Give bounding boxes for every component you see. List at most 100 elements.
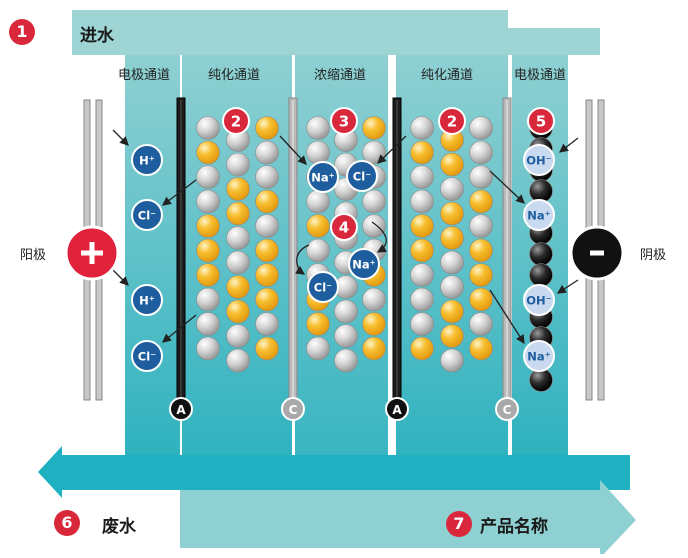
resin-bead <box>226 152 250 177</box>
ion-label: Na⁺ <box>527 209 550 223</box>
badge-number: 2 <box>231 113 241 131</box>
ion-arrow <box>371 221 388 253</box>
resin-bead <box>226 201 250 226</box>
resin-bead <box>410 140 434 165</box>
badge-number: 5 <box>536 113 546 131</box>
resin-bead <box>255 189 279 214</box>
channel-label-electrode-left: 电极通道 <box>118 68 171 83</box>
resin-bead <box>196 238 220 263</box>
resin-bead <box>362 312 386 336</box>
ion-arrow <box>112 269 129 286</box>
ion-label: Cl⁻ <box>138 209 156 223</box>
resin-bead <box>306 214 330 238</box>
ion-arrow <box>489 289 525 345</box>
ion-arrow <box>489 170 525 204</box>
badge-2-left: 2 <box>222 107 250 135</box>
resin-bead <box>306 116 330 140</box>
resin-bead <box>196 336 220 361</box>
resin-bead <box>469 263 493 287</box>
badge-5: 5 <box>527 107 555 135</box>
resin-bead <box>410 214 434 238</box>
resin-bead <box>362 214 386 238</box>
cathode-label: 阴极 <box>640 248 667 263</box>
resin-bead <box>469 165 493 189</box>
inlet-badge: 1 <box>9 19 35 45</box>
badge-circle <box>438 107 466 135</box>
ion-cl-minus: Cl⁻ <box>307 271 339 303</box>
ion-arrow <box>558 137 579 153</box>
badge-circle <box>222 107 250 135</box>
resin-bead <box>306 336 330 361</box>
ion-label: H⁺ <box>139 154 155 168</box>
waste-label: 废水 <box>102 517 136 537</box>
ion-label: Cl⁻ <box>353 170 371 184</box>
channel-label-concentrate: 浓缩通道 <box>314 68 367 83</box>
badge-circle <box>330 213 358 241</box>
ion-circle <box>523 144 555 176</box>
resin-bead <box>362 189 386 214</box>
resin-bead <box>410 165 434 189</box>
ion-oh-minus: OH⁻ <box>523 284 555 316</box>
resin-bead <box>334 324 358 348</box>
inlet-label: 进水 <box>80 26 114 46</box>
resin-bead <box>226 177 250 201</box>
resin-bead <box>410 287 434 312</box>
resin-bead <box>362 116 386 140</box>
product-arrow <box>180 480 636 558</box>
ion-circle <box>131 199 163 231</box>
resin-bead <box>410 263 434 287</box>
resin-bead <box>226 250 250 275</box>
resin-bead <box>440 201 464 226</box>
badge-3: 3 <box>330 107 358 135</box>
badge-number: 4 <box>339 219 349 237</box>
ion-label: Na⁺ <box>352 258 375 272</box>
anion-membrane-cap <box>169 397 193 421</box>
resin-bead <box>255 116 279 140</box>
resin-bead <box>255 336 279 361</box>
ion-h-plus: H⁺ <box>131 144 163 176</box>
ion-arrow <box>112 129 129 146</box>
minus-icon <box>590 250 604 256</box>
resin-bead <box>410 312 434 336</box>
ion-circle <box>307 161 339 193</box>
anion-membrane-label: A <box>176 403 186 417</box>
resin-bead <box>469 116 493 140</box>
ion-label: Na⁺ <box>311 171 334 185</box>
resin-bead <box>469 287 493 312</box>
ion-arrow <box>377 135 407 164</box>
ion-circle <box>131 284 163 316</box>
ion-circle <box>131 340 163 372</box>
ion-oh-minus: OH⁻ <box>523 144 555 176</box>
ion-label: OH⁻ <box>526 294 551 308</box>
ion-na-plus: Na⁺ <box>348 248 380 280</box>
waste-badge: 6 <box>54 510 80 536</box>
cation-membrane-label: C <box>503 403 512 417</box>
resin-bead <box>440 152 464 177</box>
ion-arrow <box>161 179 197 206</box>
resin-bead <box>362 336 386 361</box>
resin-bead <box>410 336 434 361</box>
resin-bead <box>306 189 330 214</box>
resin-bead <box>440 299 464 324</box>
resin-bead <box>440 226 464 250</box>
ion-label: H⁺ <box>139 294 155 308</box>
ion-na-plus: Na⁺ <box>523 340 555 372</box>
ion-cl-minus: Cl⁻ <box>131 199 163 231</box>
resin-bead <box>469 189 493 214</box>
resin-bead <box>362 287 386 312</box>
badge-number: 3 <box>339 113 349 131</box>
resin-bead <box>440 324 464 348</box>
resin-bead <box>440 348 464 373</box>
resin-bead <box>334 348 358 373</box>
resin-bead <box>196 263 220 287</box>
resin-bead <box>469 214 493 238</box>
resin-bead <box>196 165 220 189</box>
resin-bead <box>440 250 464 275</box>
channel-electrode-left <box>125 55 180 455</box>
cation-membrane-cap <box>495 397 519 421</box>
resin-bead <box>196 116 220 140</box>
cation-membrane-cap <box>281 397 305 421</box>
resin-bead <box>226 348 250 373</box>
product-badge: 7 <box>446 511 472 537</box>
